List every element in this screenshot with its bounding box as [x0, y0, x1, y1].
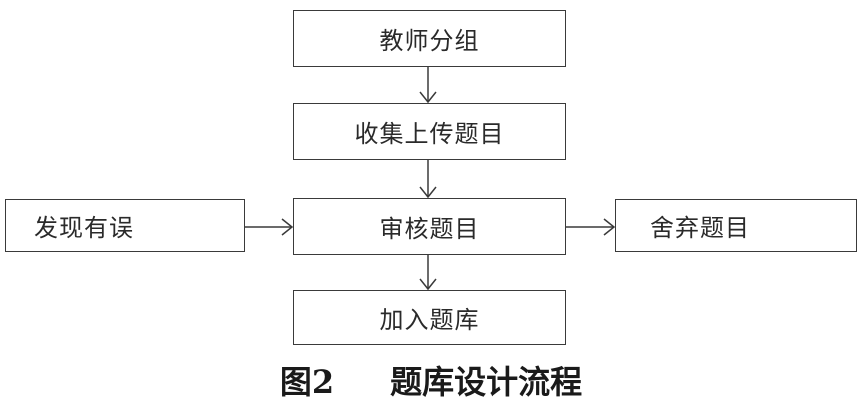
node-discard-label: 舍弃题目 [650, 214, 750, 242]
arrowhead-grouping-to-collect [419, 91, 437, 104]
node-teacher-grouping-label: 教师分组 [379, 27, 480, 55]
node-collect-upload-label: 收集上传题目 [354, 120, 505, 148]
arrowhead-error-to-review [281, 218, 294, 236]
figure-caption: 图2 题库设计流程 [0, 358, 862, 402]
node-review: 审核题目 [293, 198, 566, 255]
node-review-label: 审核题目 [379, 215, 480, 243]
node-add-to-bank-label: 加入题库 [379, 306, 480, 334]
node-discard: 舍弃题目 [615, 199, 857, 252]
node-teacher-grouping: 教师分组 [293, 10, 566, 67]
figure-number: 图2 [279, 363, 335, 401]
arrowhead-review-to-add [419, 278, 437, 291]
node-found-error: 发现有误 [5, 199, 245, 252]
arrowhead-review-to-discard [603, 218, 616, 236]
node-collect-upload: 收集上传题目 [293, 103, 566, 160]
node-add-to-bank: 加入题库 [293, 290, 566, 345]
arrowhead-collect-to-review [419, 186, 437, 199]
figure-title: 题库设计流程 [390, 363, 583, 401]
node-found-error-label: 发现有误 [34, 214, 134, 242]
